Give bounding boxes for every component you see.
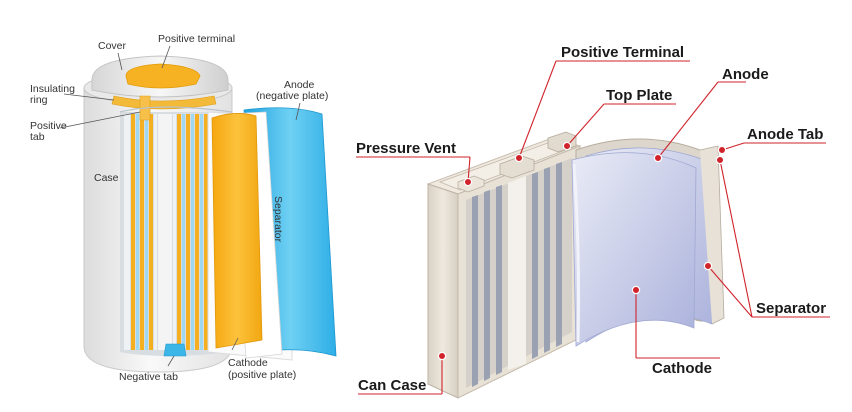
separator-back-edge — [699, 145, 725, 325]
label-anode-line1: Anode — [284, 79, 315, 91]
cylindrical-labels: Cover Positive terminal Insulating ring … — [30, 33, 328, 383]
pin-can-case — [437, 351, 447, 361]
pin-top-plate — [562, 141, 572, 151]
label-positive-terminal: Positive terminal — [158, 33, 235, 45]
label-top-plate: Top Plate — [606, 87, 672, 104]
label-positive-tab-line2: tab — [30, 131, 45, 143]
pin-separator-inner — [703, 261, 713, 271]
prismatic-labels: Positive Terminal Top Plate Anode Anode … — [356, 44, 826, 394]
sheet-fold-highlight — [572, 163, 580, 343]
label-separator-prismatic: Separator — [756, 300, 826, 317]
label-anode-tab: Anode Tab — [747, 126, 823, 143]
can-front-face — [427, 183, 459, 399]
label-cathode-prismatic: Cathode — [652, 360, 712, 377]
label-can-case: Can Case — [358, 377, 426, 394]
cylindrical-leaders — [59, 45, 301, 367]
pin-pressure-vent — [463, 177, 473, 187]
label-cathode-line2: (positive plate) — [228, 369, 296, 381]
positive-terminal-cap — [125, 63, 201, 89]
prismatic-cell — [426, 131, 725, 399]
electrode-stack — [124, 114, 208, 350]
label-cathode-line1: Cathode — [228, 357, 268, 369]
label-cover: Cover — [98, 40, 127, 52]
pin-separator-outer — [715, 155, 725, 165]
prismatic-leaders — [356, 60, 830, 395]
label-positive-terminal-prismatic: Positive Terminal — [561, 44, 684, 61]
cutaway-rim — [119, 106, 233, 113]
pin-anode-tab — [717, 145, 727, 155]
label-insulating-ring-line1: Insulating — [30, 83, 75, 95]
negative-tab — [163, 343, 187, 357]
pin-cathode — [631, 285, 641, 295]
label-negative-tab: Negative tab — [119, 371, 178, 383]
cathode-sheet — [211, 113, 263, 349]
label-insulating-ring-line2: ring — [30, 94, 48, 106]
label-pressure-vent: Pressure Vent — [356, 140, 456, 157]
cylindrical-cell — [83, 55, 337, 373]
label-anode-line2: (negative plate) — [256, 90, 328, 102]
label-anode-prismatic: Anode — [722, 66, 769, 83]
label-case: Case — [94, 172, 119, 184]
cathode-sheet-prismatic — [571, 152, 697, 347]
pin-positive-terminal — [514, 153, 524, 163]
label-separator: Separator — [272, 196, 284, 243]
stacked-plates — [466, 158, 572, 388]
pin-anode — [653, 153, 663, 163]
prismatic-pins — [437, 141, 727, 361]
label-positive-tab-line1: Positive — [30, 120, 67, 132]
